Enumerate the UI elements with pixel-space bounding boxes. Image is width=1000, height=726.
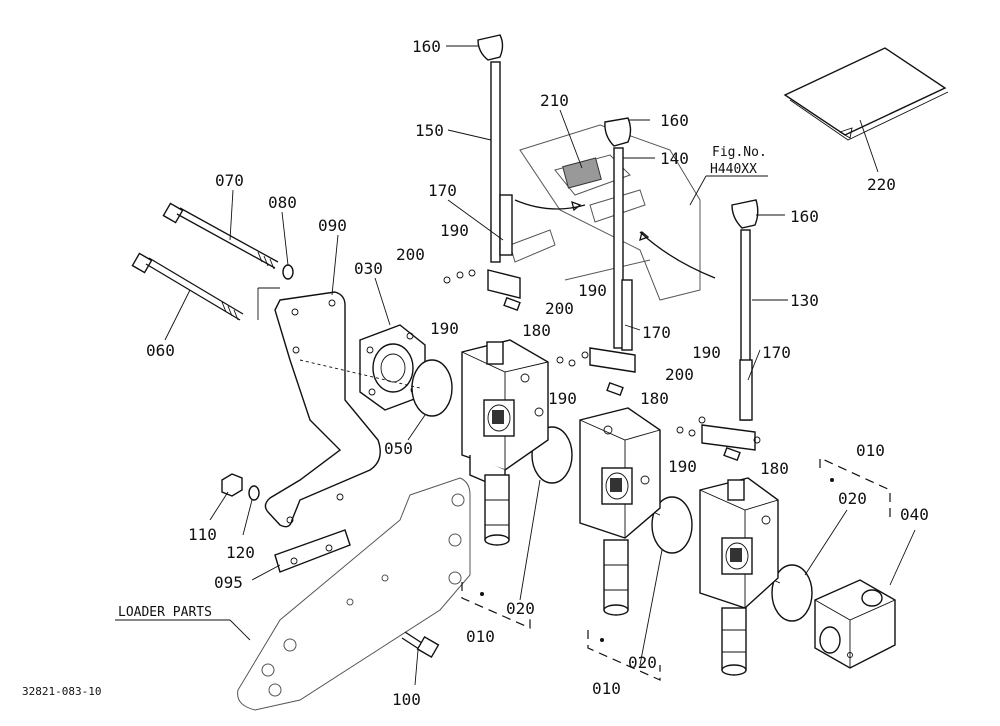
- callout-200-b: 200: [545, 299, 574, 318]
- valve-section-2: [579, 407, 661, 616]
- callout-090: 090: [318, 216, 347, 235]
- callout-030: 030: [354, 259, 383, 278]
- callout-010-a: 010: [466, 627, 495, 646]
- callout-190-f: 190: [668, 457, 697, 476]
- callout-210: 210: [540, 91, 569, 110]
- callout-060: 060: [146, 341, 175, 360]
- callout-200-a: 200: [396, 245, 425, 264]
- callout-220: 220: [867, 175, 896, 194]
- assembly-010-outlines: [461, 457, 891, 681]
- end-block-040: [814, 579, 896, 669]
- callout-190-a: 190: [440, 221, 469, 240]
- callout-130: 130: [790, 291, 819, 310]
- callout-170-a: 170: [428, 181, 457, 200]
- callout-010-c: 010: [856, 441, 885, 460]
- callout-200-c: 200: [665, 365, 694, 384]
- nut-110: [221, 473, 243, 497]
- callout-160-b: 160: [660, 111, 689, 130]
- callout-080: 080: [268, 193, 297, 212]
- o-ring-020-c: [771, 564, 813, 622]
- decal-210: [562, 157, 602, 189]
- callout-040: 040: [900, 505, 929, 524]
- callout-070: 070: [215, 171, 244, 190]
- bolt-100: [401, 631, 440, 659]
- drawing-number: 32821-083-10: [22, 685, 101, 698]
- callout-100: 100: [392, 690, 421, 709]
- callout-020-b: 020: [628, 653, 657, 672]
- callout-020-c: 020: [838, 489, 867, 508]
- leader-lines: [115, 45, 916, 686]
- callout-180-a: 180: [522, 321, 551, 340]
- washer-120: [248, 485, 260, 501]
- callout-160-c: 160: [790, 207, 819, 226]
- bolt-070: [162, 202, 279, 270]
- callout-150: 150: [415, 121, 444, 140]
- shim-095: [274, 529, 351, 573]
- callout-180-c: 180: [760, 459, 789, 478]
- fig-no-label: Fig.No.: [712, 145, 767, 160]
- callout-010-b: 010: [592, 679, 621, 698]
- callout-190-d: 190: [548, 389, 577, 408]
- lever-130: [701, 199, 759, 451]
- valve-section-1: [461, 339, 549, 546]
- fig-reference-panel: [509, 124, 716, 301]
- callout-labels: 160 160 160 150 140 130 210 220 070 080 …: [22, 37, 929, 709]
- callout-095: 095: [214, 573, 243, 592]
- callout-170-c: 170: [762, 343, 791, 362]
- loader-plate: [237, 477, 471, 711]
- o-ring-050: [411, 359, 453, 417]
- washer-080: [282, 264, 294, 280]
- callout-140: 140: [660, 149, 689, 168]
- callout-160-a: 160: [412, 37, 441, 56]
- valve-section-3: [699, 477, 779, 676]
- bolt-060: [131, 252, 244, 321]
- fig-no-value: H440XX: [710, 162, 757, 177]
- lever-140: [589, 117, 636, 373]
- callout-190-b: 190: [430, 319, 459, 338]
- callout-180-b: 180: [640, 389, 669, 408]
- callout-190-c: 190: [578, 281, 607, 300]
- bracket-090: [257, 287, 381, 528]
- callout-110: 110: [188, 525, 217, 544]
- flange-030: [359, 324, 426, 411]
- callout-020-a: 020: [506, 599, 535, 618]
- loader-parts-label: LOADER PARTS: [118, 605, 212, 620]
- callout-170-b: 170: [642, 323, 671, 342]
- o-ring-020-b: [651, 496, 693, 554]
- manual-220: [783, 47, 949, 141]
- hardware-group: [443, 269, 761, 462]
- callout-050: 050: [384, 439, 413, 458]
- callout-190-e: 190: [692, 343, 721, 362]
- callout-120: 120: [226, 543, 255, 562]
